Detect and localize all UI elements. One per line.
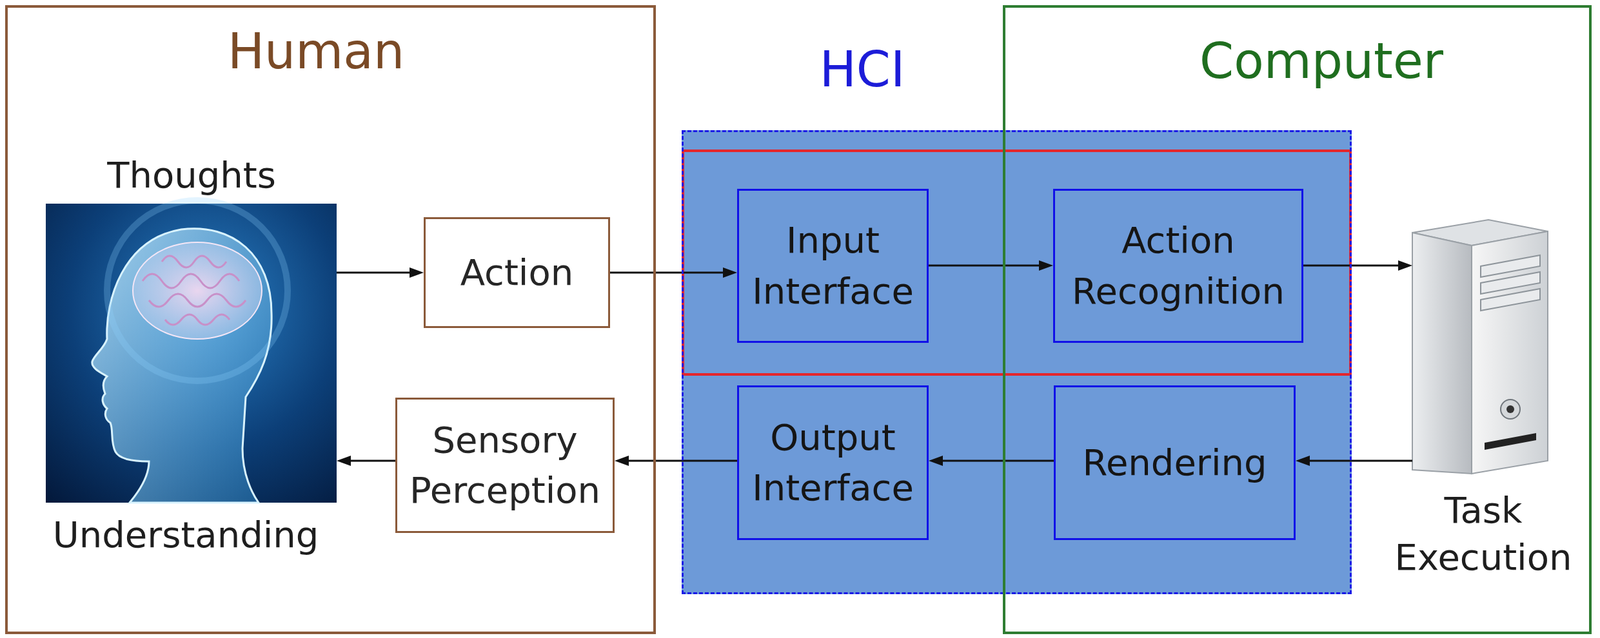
- brain: [132, 242, 262, 340]
- rendering-box: Rendering: [1053, 385, 1296, 541]
- heading-label: Task Execution: [1386, 487, 1581, 582]
- human-head: ThoughtsUnderstanding: [45, 203, 337, 504]
- flow-arrow: [1303, 265, 1406, 267]
- box-label: Input Interface: [745, 215, 921, 317]
- head-glow: [107, 200, 288, 382]
- brain-fold: [142, 274, 240, 289]
- flow-arrow: [336, 272, 418, 275]
- computer-tower: Task Execution: [1412, 216, 1548, 475]
- flow-arrow: [935, 460, 1054, 463]
- action-box: Action: [423, 217, 611, 329]
- brain-fold: [148, 294, 246, 307]
- tower-front: [1471, 231, 1548, 475]
- drive-bay: [1480, 288, 1541, 311]
- hci-fill: [681, 130, 1352, 595]
- interface-box: Input Interface: [737, 188, 929, 344]
- interface-box: Output Interface: [737, 385, 929, 541]
- head-ground: [45, 203, 337, 504]
- heading-label: HCI: [819, 38, 906, 102]
- flow-arrow: [343, 460, 396, 463]
- flow-arrow: [621, 460, 738, 463]
- heading-label: Computer: [1199, 29, 1444, 94]
- box-label: Sensory Perception: [403, 415, 607, 517]
- computer-tower: [1412, 219, 1548, 475]
- human-frame: HumanThoughtsUnderstandingActionSensory …: [5, 5, 656, 635]
- brain-fold: [161, 256, 227, 268]
- power-button-core: [1506, 405, 1515, 414]
- head-illustration: [45, 200, 337, 504]
- heading-label: Thoughts: [107, 152, 277, 200]
- flow-arrow: [1302, 460, 1413, 463]
- computer-frame: ComputerTask Execution: [1002, 5, 1592, 635]
- flow-arrow: [610, 272, 731, 275]
- recognition-box: Action Recognition: [1053, 188, 1304, 344]
- box-label: Output Interface: [745, 412, 921, 514]
- brain-fold: [165, 314, 230, 326]
- input-bracket-rect: [682, 150, 1351, 375]
- perception-box: Sensory Perception: [395, 397, 615, 534]
- box-label: Action Recognition: [1061, 215, 1295, 317]
- box-label: Action: [460, 247, 574, 298]
- heading-label: Understanding: [52, 512, 320, 560]
- power-button: [1500, 399, 1521, 420]
- box-label: Rendering: [1082, 437, 1268, 489]
- tower-slot: [1484, 433, 1537, 451]
- heading-label: Human: [227, 19, 405, 84]
- hci-region: HCIInput InterfaceAction RecognitionOutp…: [681, 130, 1352, 595]
- tower-side: [1412, 232, 1472, 475]
- flow-arrow: [928, 265, 1047, 267]
